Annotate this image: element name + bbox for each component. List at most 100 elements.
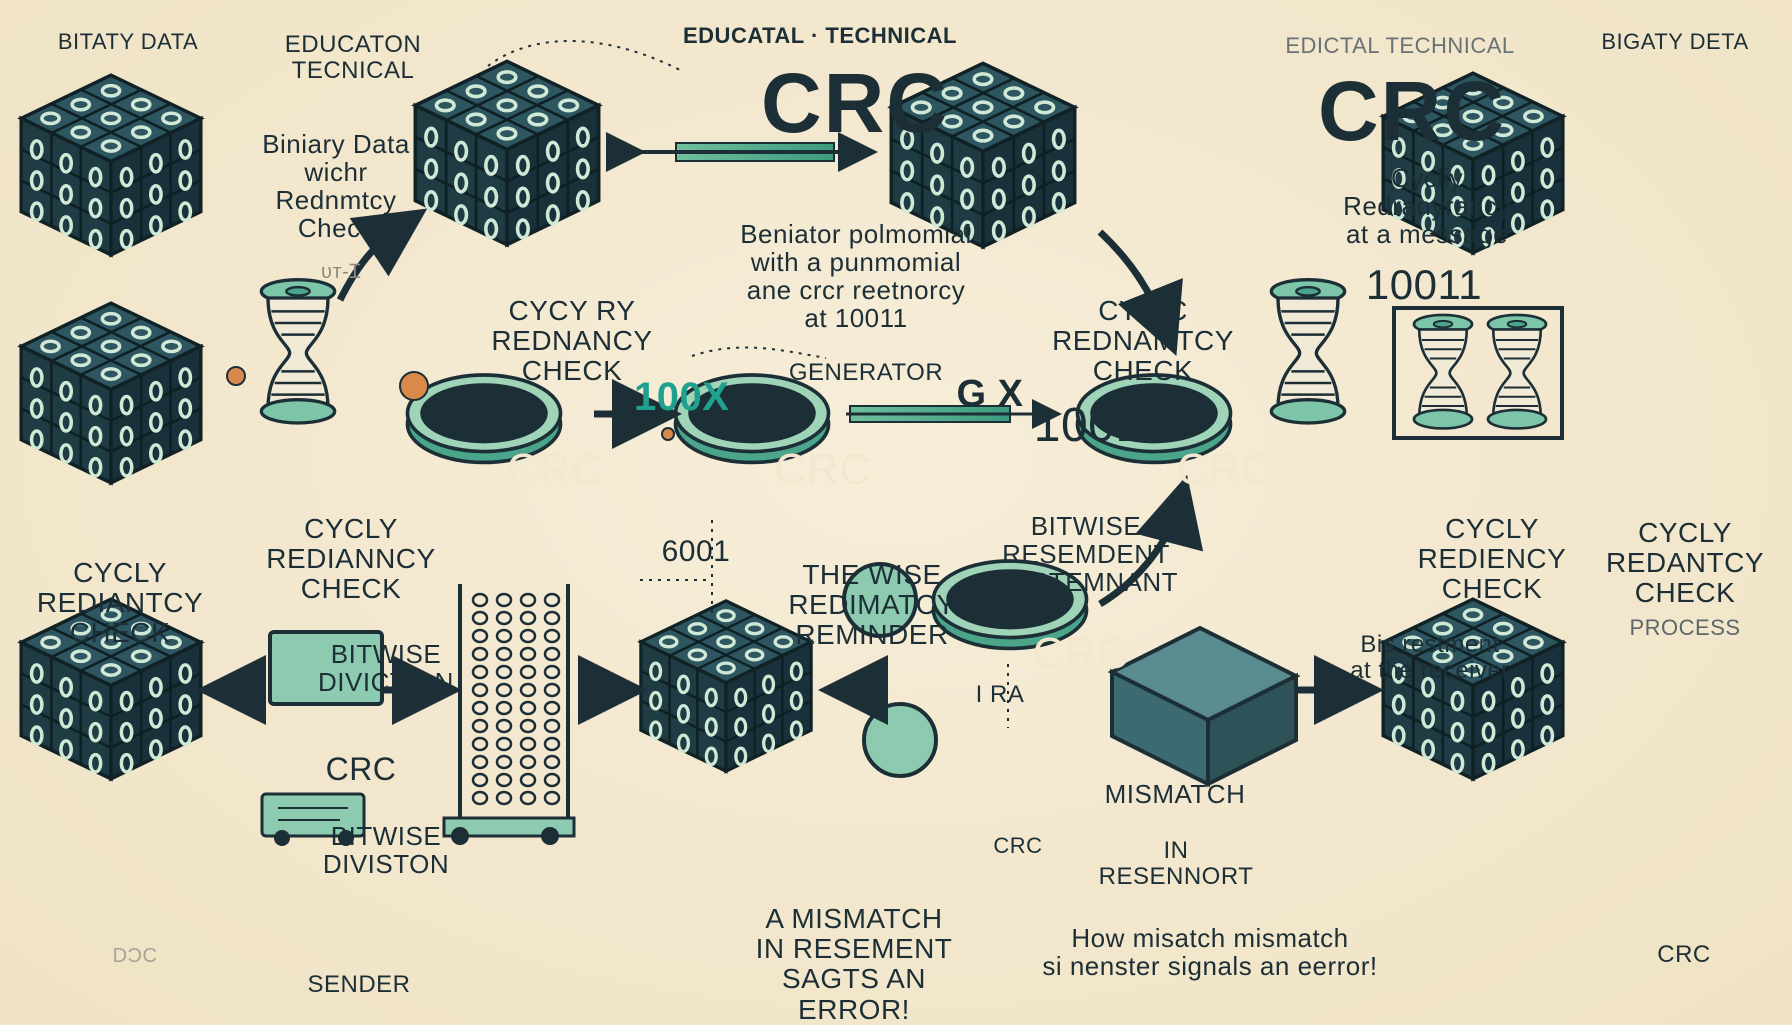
- bit-dot: [519, 592, 537, 608]
- bit-dot: [543, 736, 561, 752]
- bit-dot: [543, 592, 561, 608]
- section-label: CYCLY REDIANNCY CHECK: [266, 513, 436, 605]
- bit-dot: [519, 682, 537, 698]
- bit-dot: [495, 754, 513, 770]
- crc-small-label: CRC: [993, 833, 1043, 858]
- bit-dot: [519, 754, 537, 770]
- header-label: EDICTAL TECHNICAL: [1285, 33, 1515, 58]
- crc-disc-label: CRC: [1032, 629, 1130, 678]
- faded-text: DƆC: [112, 945, 158, 967]
- gx-label: G x: [956, 373, 1024, 415]
- bit-dot: [495, 790, 513, 806]
- process-label: PROCESS: [1629, 615, 1741, 640]
- binary-cube-icon: [1381, 597, 1565, 781]
- bit-dot: [471, 736, 489, 752]
- bit-dot: [495, 718, 513, 734]
- header-label: EDUCATON TECNICAL: [284, 31, 422, 84]
- bit-dot: [543, 682, 561, 698]
- bit-dot: [543, 754, 561, 770]
- crc-box-label: CRC: [325, 751, 397, 787]
- section-label: CYCLY REDIANTCY CHECK: [36, 557, 204, 649]
- bit-dot: [471, 790, 489, 806]
- bit-dot: [519, 664, 537, 680]
- bit-dot: [471, 718, 489, 734]
- bit-dot: [495, 682, 513, 698]
- bit-dot: [495, 736, 513, 752]
- binary-cube-icon: [19, 301, 203, 485]
- section-label: CYCIC REDNAMTCY CHECK: [1052, 295, 1234, 387]
- bit-dot: [519, 790, 537, 806]
- section-label: CYCLY REDANTCY CHECK: [1605, 517, 1764, 609]
- crc-small-circle: [862, 702, 938, 778]
- bit-dot: [471, 610, 489, 626]
- bit-dot: [495, 592, 513, 608]
- section-label: CYCY RY REDNANCY CHECK: [491, 295, 653, 387]
- arrow: [336, 208, 428, 302]
- bit-dot: [471, 646, 489, 662]
- bit-dot: [543, 718, 561, 734]
- page-title: CRC: [1318, 64, 1506, 158]
- bit-dot: [495, 700, 513, 716]
- note-text: Bis restment at the receiver: [1350, 631, 1510, 684]
- bit-dot: [519, 610, 537, 626]
- binary-cube-icon: [413, 59, 601, 247]
- crc-disc-label: CRC: [1176, 445, 1274, 494]
- bit-dot: [471, 700, 489, 716]
- bit-dot: [495, 628, 513, 644]
- bit-dot: [519, 700, 537, 716]
- crc-footer-label: CRC: [1657, 941, 1711, 968]
- bit-dot: [471, 592, 489, 608]
- bit-dot: [543, 628, 561, 644]
- double-hourglass-icon: [1392, 306, 1564, 440]
- note-text: Cycliy Redranyrancy at a message: [1343, 163, 1511, 250]
- arrow: [1098, 474, 1204, 608]
- ira-label: I RA: [975, 681, 1025, 708]
- bit-dot: [519, 718, 537, 734]
- header-label: BIGATY DETA: [1601, 29, 1749, 54]
- teal-bar-arrow: [846, 399, 1062, 429]
- crc-box: [268, 630, 384, 706]
- arrow: [1097, 229, 1183, 356]
- section-label: IN RESENNORT: [1098, 837, 1254, 890]
- page-title: CRC: [761, 56, 949, 150]
- bit-column: [442, 584, 576, 845]
- header-label: BITATY DATA: [57, 29, 199, 54]
- gx-value: 10011: [1033, 399, 1167, 452]
- sender-label: SENDER: [307, 971, 411, 998]
- sender-truck-icon: [260, 792, 366, 846]
- bit-dot: [543, 610, 561, 626]
- bit-dot: [471, 682, 489, 698]
- bit-dot: [495, 772, 513, 788]
- generator-label: GENERATOR: [788, 359, 944, 386]
- section-label: BITWISE RESEMDENT RESTEMNANT: [993, 511, 1179, 598]
- crc-disc-label: CRC: [774, 445, 872, 494]
- bit-dot: [543, 700, 561, 716]
- crc-disc-label: CRC: [506, 445, 604, 494]
- teal-bar-arrow: [606, 132, 878, 172]
- hourglass-icon: [259, 278, 337, 425]
- bit-dot: [471, 772, 489, 788]
- bit-dot: [519, 772, 537, 788]
- section-label: THE WISE REDIMATCY REMINDER: [788, 559, 956, 651]
- error-caption: A MISMATCH IN RESEMENT SAGTS AN ERROR!: [755, 903, 953, 1025]
- crc-block-icon: [1107, 625, 1301, 788]
- section-label: CYCLY REDIENCY CHECK: [1417, 513, 1567, 605]
- bit-dot: [471, 754, 489, 770]
- error-caption: How misatch mismatch si nenster signals …: [1042, 923, 1378, 982]
- note-text: Biniary Data wichr Rednmtcy Check: [262, 129, 410, 244]
- bit-dot: [543, 646, 561, 662]
- bit-dot: [519, 628, 537, 644]
- faded-text: ᴜᴛ-ɪ: [321, 261, 361, 283]
- section-label: BITWISE DIVICTION: [318, 639, 454, 698]
- multiplier-label: 100X: [634, 375, 730, 419]
- section-label: BITWISE DIVISTON: [322, 821, 450, 880]
- section-label: MISMATCH: [1104, 779, 1246, 809]
- binary-cube-icon: [19, 73, 203, 257]
- bit-dot: [543, 664, 561, 680]
- bit-dot: [471, 628, 489, 644]
- ira-circle: [842, 562, 918, 638]
- bit-dot: [543, 772, 561, 788]
- bit-dot: [519, 736, 537, 752]
- bit-dot: [495, 610, 513, 626]
